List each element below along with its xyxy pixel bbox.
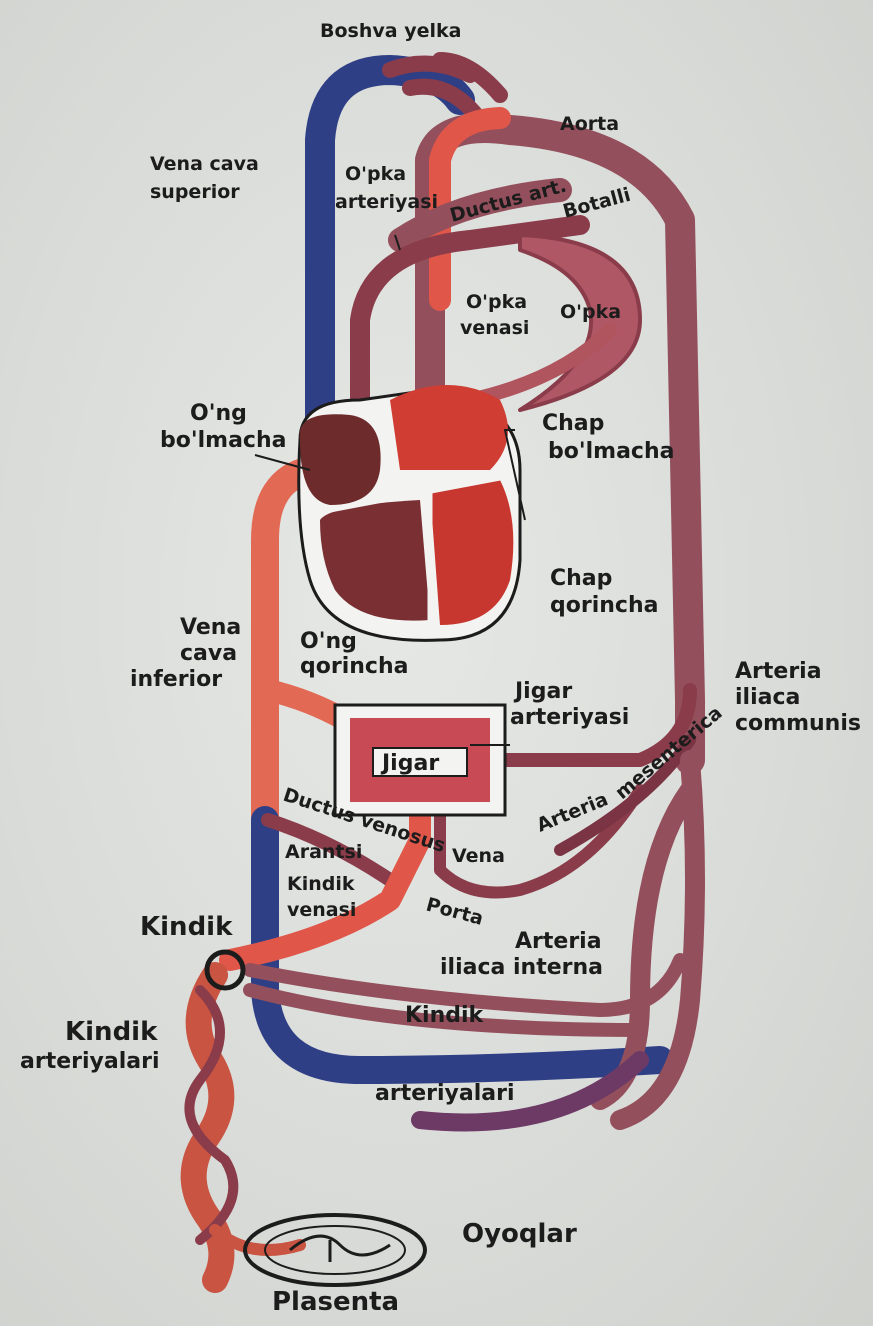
label-vena-porta-1: Vena — [452, 845, 505, 867]
label-right-ventricle-1: O'ng — [300, 629, 357, 654]
label-lung: O'pka — [560, 301, 621, 323]
label-umbilicus: Kindik — [140, 912, 233, 942]
label-umbilical-arteries-right-2: arteriyalari — [375, 1081, 515, 1106]
label-umbilical-vein-2: venasi — [287, 899, 356, 921]
heart — [299, 385, 520, 640]
label-right-atrium-1: O'ng — [190, 401, 247, 426]
label-vena-cava-inferior-2: cava — [180, 641, 237, 666]
label-arteria-iliaca-interna-2: iliaca interna — [440, 955, 603, 980]
label-arantsi: Arantsi — [285, 841, 362, 863]
label-left-atrium-2: bo'lmacha — [548, 439, 674, 464]
label-umbilical-arteries-right-1: Kindik — [405, 1003, 485, 1028]
label-arteria-iliaca-communis-1: Arteria — [735, 659, 822, 684]
label-vena-cava-inferior-3: inferior — [130, 667, 222, 692]
label-liver-artery-2: arteriyasi — [510, 705, 629, 730]
label-lung-vein-1: O'pka — [466, 291, 527, 313]
label-left-ventricle-1: Chap — [550, 566, 612, 591]
ivc-to-liver-vessel — [268, 690, 345, 720]
label-lung-vein-2: venasi — [460, 317, 529, 339]
label-liver: Jigar — [380, 751, 439, 776]
label-liver-artery-1: Jigar — [513, 679, 572, 704]
label-legs: Oyoqlar — [462, 1219, 577, 1249]
label-vena-cava-inferior-1: Vena — [180, 615, 241, 640]
label-umbilical-arteries-left-2: arteriyalari — [20, 1049, 160, 1074]
label-arteria-iliaca-communis-2: iliaca — [735, 685, 800, 710]
label-placenta: Plasenta — [272, 1287, 399, 1317]
label-head-arms: Boshva yelka — [320, 20, 461, 42]
label-umbilical-arteries-left-1: Kindik — [65, 1017, 158, 1047]
label-lung-artery-2: arteriyasi — [335, 191, 438, 213]
label-aorta: Aorta — [560, 113, 619, 135]
label-right-atrium-2: bo'lmacha — [160, 428, 286, 453]
label-right-ventricle-2: qorincha — [300, 654, 408, 679]
left-atrium-shape — [390, 385, 508, 470]
label-vena-cava-superior-2: superior — [150, 181, 240, 203]
label-arteria-iliaca-interna-1: Arteria — [515, 929, 602, 954]
label-lung-artery-1: O'pka — [345, 163, 406, 185]
right-atrium-shape — [300, 414, 381, 505]
label-vena-cava-superior-1: Vena cava — [150, 153, 259, 175]
label-umbilical-vein-1: Kindik — [287, 873, 355, 895]
label-arteria-iliaca-communis-3: communis — [735, 711, 861, 736]
label-left-ventricle-2: qorincha — [550, 593, 658, 618]
label-left-atrium-1: Chap — [542, 411, 604, 436]
label-vena-porta-2: Porta — [424, 894, 486, 930]
